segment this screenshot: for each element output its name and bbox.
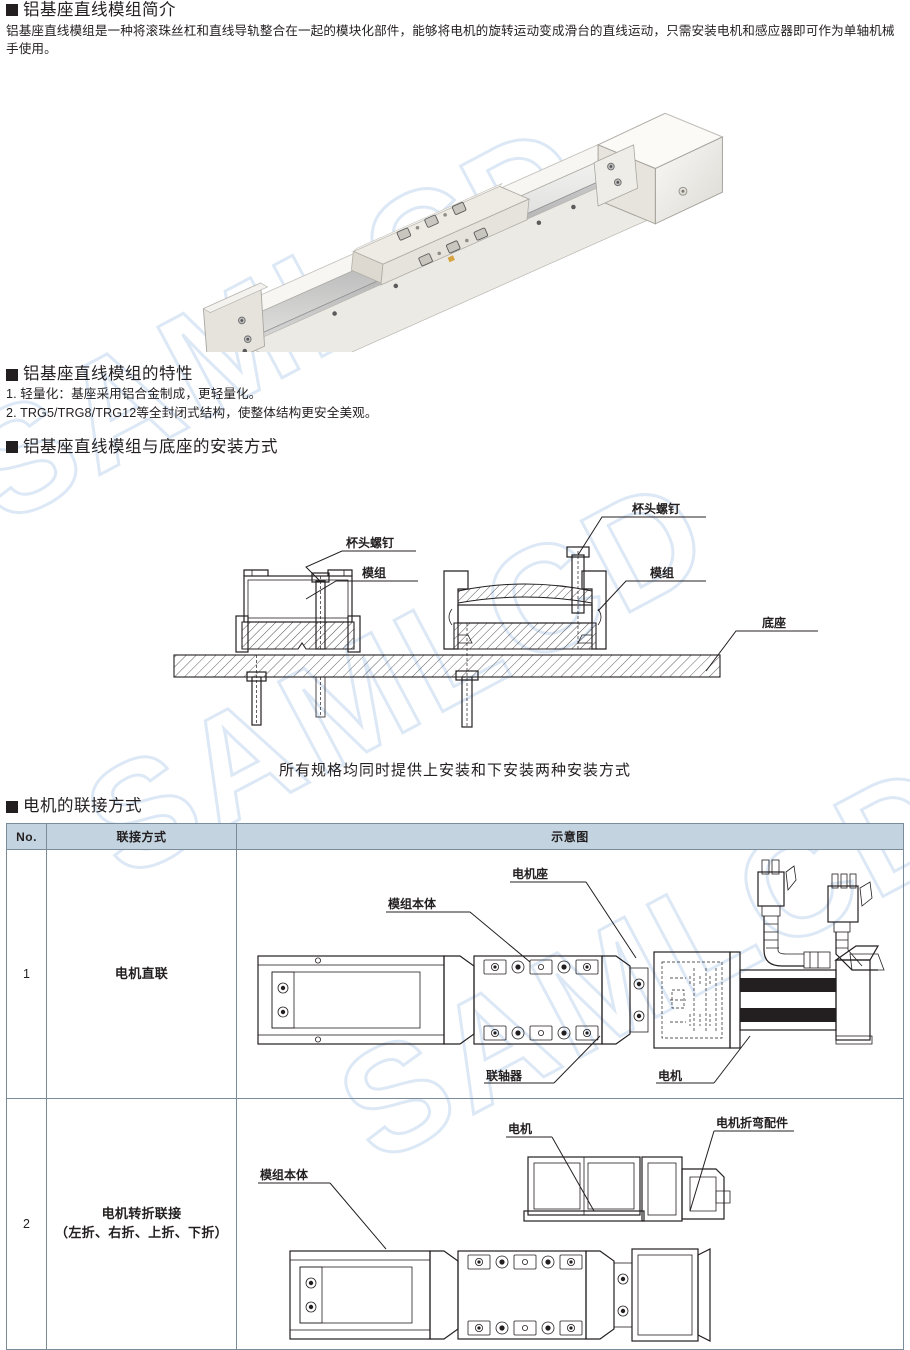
- column-header-way: 联接方式: [46, 823, 237, 851]
- label-motor: 电机: [658, 1068, 682, 1083]
- label-bend-part: 电机折弯配件: [716, 1115, 788, 1130]
- label-module-body: 模组本体: [388, 896, 437, 911]
- label-module-left: 模组: [362, 565, 386, 580]
- row-number: 1: [6, 849, 47, 1100]
- label-module-body: 模组本体: [260, 1167, 309, 1182]
- feature-item: 2. TRG5/TRG8/TRG12等全封闭式结构，使整体结构更安全美观。: [6, 405, 378, 420]
- bullet-square-icon: [6, 368, 18, 381]
- row-connection-type: 电机转折联接 （左折、右折、上折、下折）: [46, 1098, 237, 1350]
- bullet-square-icon: [6, 4, 18, 17]
- label-base: 底座: [762, 615, 786, 630]
- bullet-square-icon: [6, 800, 18, 813]
- features-section: 铝基座直线模组的特性 1. 轻量化：基座采用铝合金制成，更轻量化。 2. TRG…: [6, 364, 904, 422]
- row-diagram: 模组本体 电机座 联轴器 电机: [236, 849, 904, 1100]
- connection-heading-label: 电机的联接方式: [23, 797, 142, 816]
- row-number: 2: [6, 1098, 47, 1350]
- installation-heading: 铝基座直线模组与底座的安装方式: [6, 437, 904, 458]
- intro-heading: 铝基座直线模组简介: [6, 0, 904, 21]
- row-connection-type-main: 电机转折联接: [101, 1206, 182, 1222]
- installation-caption: 所有规格均同时提供上安装和下安装两种安装方式: [278, 762, 631, 780]
- bullet-square-icon: [6, 441, 18, 454]
- label-coupling: 联轴器: [486, 1068, 523, 1083]
- intro-heading-label: 铝基座直线模组简介: [23, 1, 176, 19]
- table-header-row: No. 联接方式 示意图: [6, 823, 904, 851]
- installation-diagram: 杯头螺钉 模组: [6, 459, 904, 759]
- features-heading-label: 铝基座直线模组的特性: [23, 365, 193, 384]
- table-row: 2 电机转折联接 （左折、右折、上折、下折） 模组本体 电机: [6, 1098, 904, 1350]
- connection-table: No. 联接方式 示意图 1 电机直联 模组本体: [6, 823, 904, 1350]
- feature-item: 1. 轻量化：基座采用铝合金制成，更轻量化。: [6, 387, 262, 401]
- label-screw-left: 杯头螺钉: [346, 535, 394, 550]
- row-connection-type: 电机直联: [46, 849, 237, 1100]
- row-diagram: 模组本体 电机 电机折弯配件: [236, 1098, 904, 1350]
- row-connection-type-sub: （左折、右折、上折、下折）: [55, 1225, 228, 1241]
- intro-paragraph: 铝基座直线模组是一种将滚珠丝杠和直线导轨整合在一起的模块化部件，能够将电机的旋转…: [6, 23, 895, 56]
- label-screw-right: 杯头螺钉: [632, 501, 680, 516]
- table-row: 1 电机直联 模组本体 电机座 联轴器: [6, 849, 904, 1100]
- connection-heading: 电机的联接方式: [6, 796, 904, 817]
- product-photo: [6, 62, 904, 353]
- installation-heading-label: 铝基座直线模组与底座的安装方式: [23, 437, 278, 456]
- column-header-no: No.: [6, 823, 47, 851]
- row-connection-type-main: 电机直联: [114, 965, 169, 981]
- column-header-diagram: 示意图: [236, 823, 904, 851]
- label-module-right: 模组: [650, 565, 674, 580]
- features-heading: 铝基座直线模组的特性: [6, 364, 904, 385]
- label-motor: 电机: [508, 1121, 532, 1136]
- label-motor-seat: 电机座: [512, 866, 548, 881]
